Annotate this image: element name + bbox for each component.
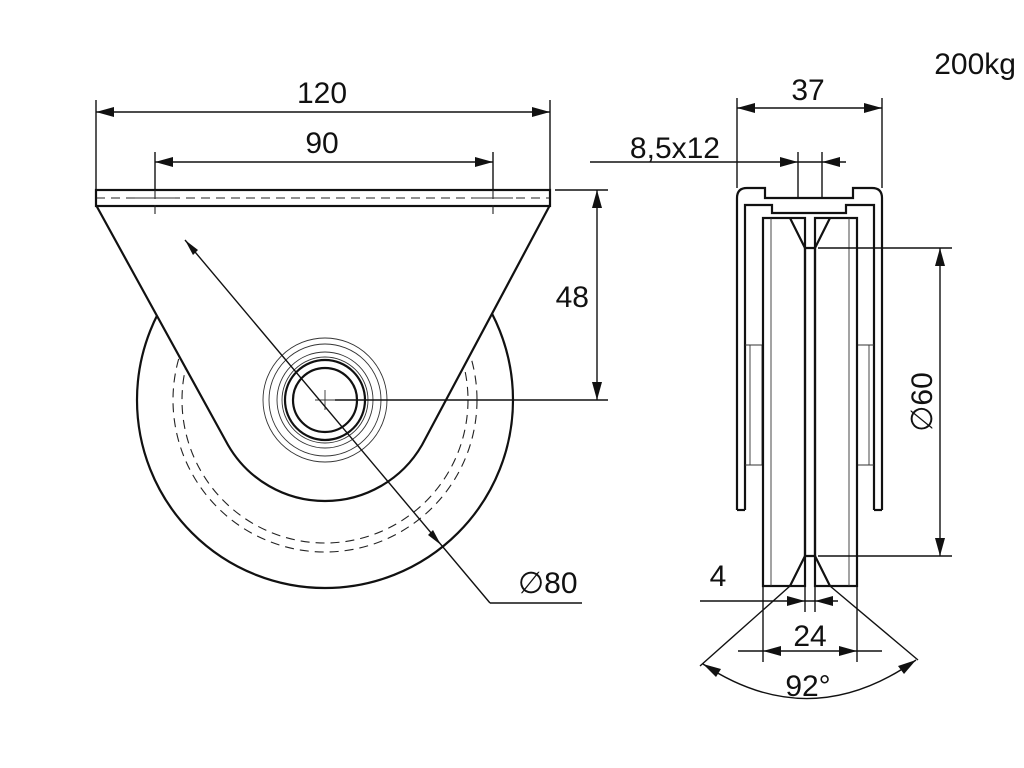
dim48-arrow-bottom [592, 382, 602, 400]
dim90-arrow-right [475, 157, 493, 167]
dim24-arrow-right [839, 646, 857, 656]
dim-60-label: ∅60 [906, 372, 939, 432]
dim4-arrow-left [787, 596, 805, 606]
dim120-arrow-right [532, 107, 550, 117]
bracket-outline [95, 204, 551, 503]
dim-48-label: 48 [556, 281, 589, 314]
dim-24-label: 24 [793, 620, 826, 653]
dim90-arrow-left [155, 157, 173, 167]
dim48-arrow-top [592, 190, 602, 208]
angle-arrow-left [703, 664, 721, 677]
wheel-diameter-label: ∅80 [518, 567, 578, 600]
groove-bottom [789, 554, 831, 587]
diameter-arrow-bottom [428, 530, 441, 545]
angle-arrow-right [898, 660, 916, 674]
dim-4-label: 4 [710, 560, 727, 593]
boss-left [745, 344, 763, 466]
side-view [590, 98, 952, 700]
dim120-arrow-left [96, 107, 114, 117]
wheel-rim-right [813, 216, 859, 588]
slot-arrow-right [822, 157, 840, 167]
wheel-rim-left [761, 216, 807, 588]
dim4-arrow-right [815, 596, 833, 606]
front-view [94, 100, 608, 604]
load-rating-label: 200kg [934, 48, 1016, 81]
side-bracket-outer [735, 186, 884, 510]
slot-size-label: 8,5x12 [630, 132, 720, 165]
angle-ext-right [829, 585, 919, 661]
dim-37-label: 37 [791, 74, 824, 107]
bracket-body [96, 205, 550, 502]
dim-90-label: 90 [305, 127, 338, 160]
groove-top [789, 217, 831, 250]
dim60-arrow-top [935, 248, 945, 266]
dim37-arrow-right [864, 103, 882, 113]
dim60-arrow-bottom [935, 538, 945, 556]
slot-arrow-left [780, 157, 798, 167]
side-bracket-inner [743, 203, 876, 510]
angle-arc [702, 659, 917, 700]
angle-92-label: 92° [785, 670, 830, 703]
dim24-arrow-left [763, 646, 781, 656]
diameter-arrow-top [185, 240, 198, 255]
dim37-arrow-left [737, 103, 755, 113]
boss-right [856, 344, 874, 466]
dim-120-label: 120 [297, 77, 347, 110]
angle-ext-left [699, 585, 791, 667]
